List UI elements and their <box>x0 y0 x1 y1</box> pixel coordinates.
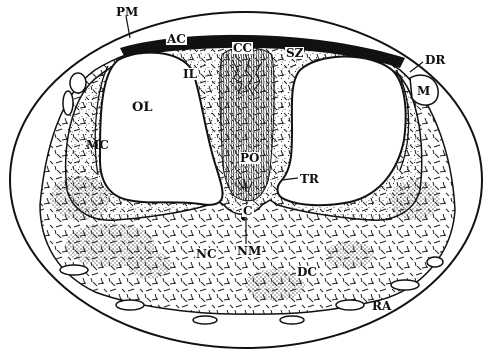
label-c: C <box>242 205 254 217</box>
label-mc: MC <box>86 139 109 151</box>
label-cc: CC <box>232 42 253 54</box>
label-dc: DC <box>296 266 318 278</box>
label-ac: AC <box>166 33 187 45</box>
label-ra: RA <box>372 300 391 312</box>
label-pm: PM <box>116 6 138 18</box>
label-nm: NM <box>236 245 262 257</box>
label-tr: TR <box>300 173 319 185</box>
label-sz: SZ <box>285 47 304 59</box>
label-m: M <box>417 85 430 97</box>
label-dr: DR <box>425 54 445 66</box>
label-nc: NC <box>195 248 218 260</box>
label-ol: OL <box>132 101 152 114</box>
label-po: PO <box>239 152 260 164</box>
label-il: IL <box>182 68 198 80</box>
